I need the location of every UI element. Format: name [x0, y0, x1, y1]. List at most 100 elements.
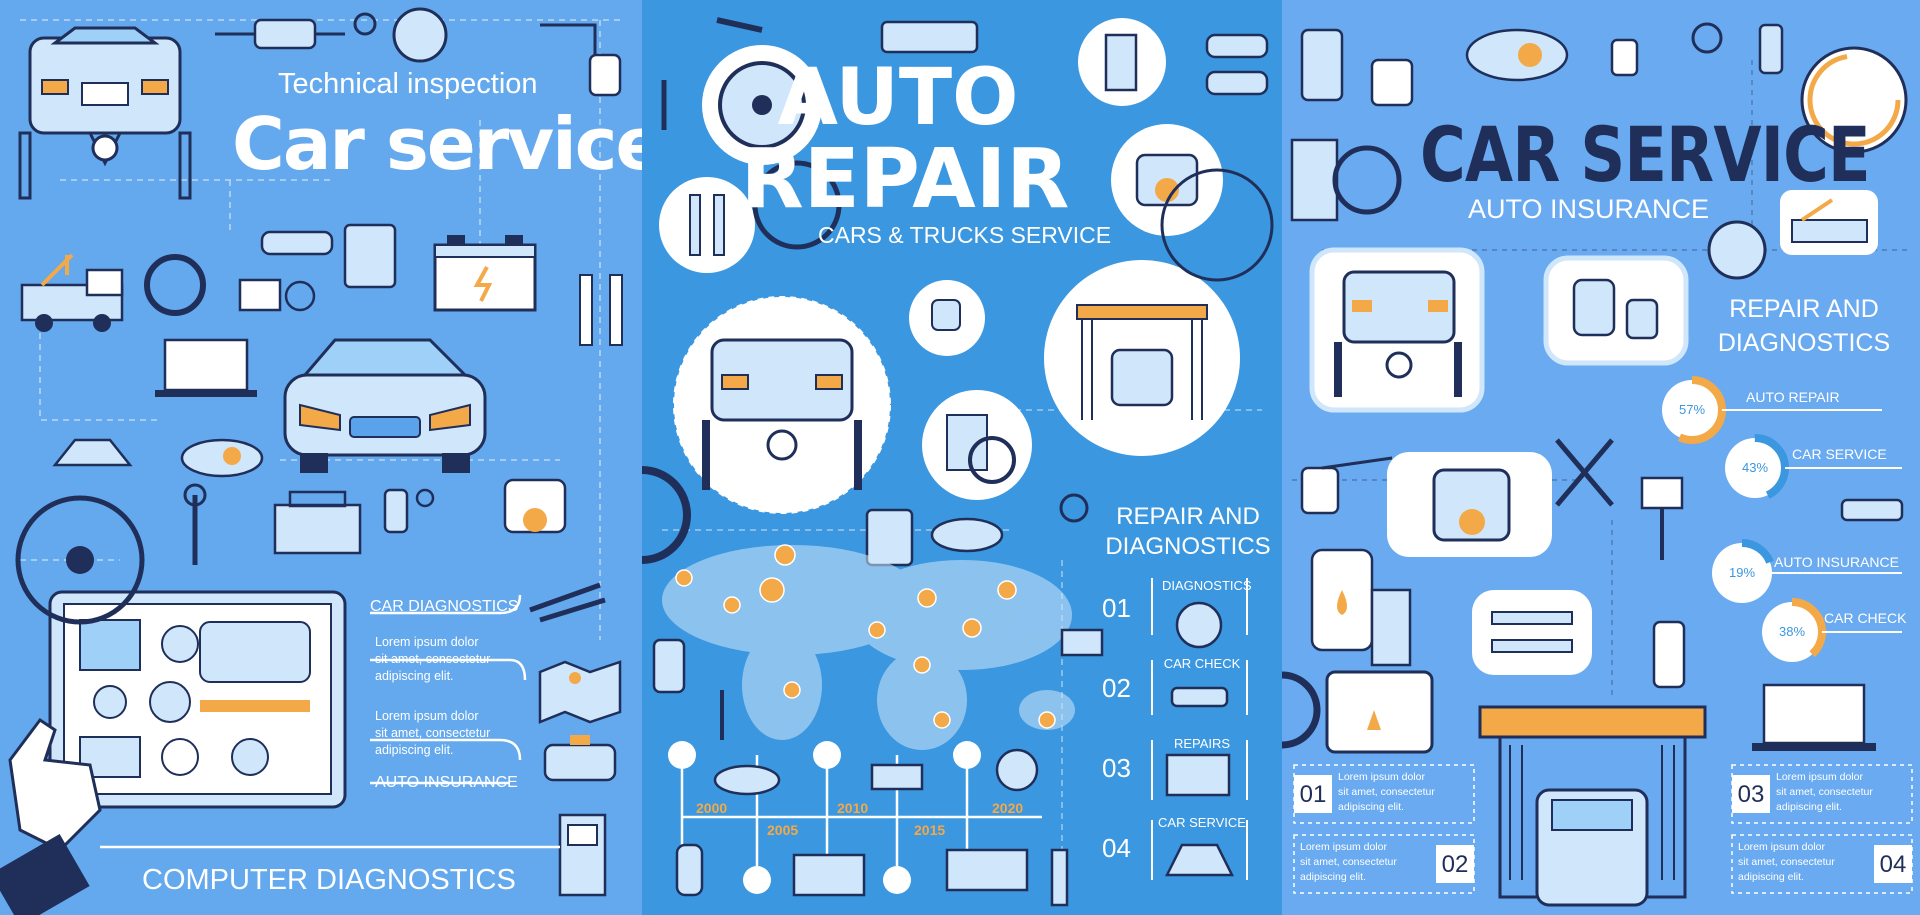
pointing-hand-icon	[0, 717, 102, 915]
headlight-icon	[930, 517, 1004, 553]
map-pin-icon	[1691, 22, 1723, 54]
note-line: sit amet, consectetur	[1776, 786, 1873, 798]
brake-pads-icon	[260, 230, 334, 256]
steering-wheel-icon	[752, 160, 842, 250]
battery-icon	[433, 235, 537, 312]
tire-icon	[144, 254, 206, 316]
timeline-icons	[675, 748, 1069, 907]
step-label: REPAIRS	[1173, 736, 1231, 751]
car-jack-icon	[52, 438, 133, 467]
stat-label: CAR SERVICE	[1792, 446, 1887, 462]
car-seat-wash-icon	[1300, 28, 1414, 107]
engine-icon	[503, 478, 567, 534]
oil-bottle-icon	[1652, 620, 1686, 689]
map-icon	[538, 660, 622, 724]
spark-plugs-icon	[579, 274, 623, 346]
tire-icon	[642, 466, 691, 564]
wrench-icon	[716, 17, 763, 33]
poster-car-service-insurance: CAR SERVICE AUTO INSURANCE REPAIR AND DI…	[1282, 0, 1920, 915]
sports-car-icon	[283, 338, 487, 473]
car-lift-circle-icon	[673, 296, 891, 514]
tow-truck-icon	[1780, 190, 1878, 255]
spray-gun-icon	[540, 23, 622, 97]
menu-lorem-1: Lorem ipsum dolor sit amet, consectetur …	[375, 634, 490, 685]
receipt-tire-circle-icon	[922, 390, 1032, 500]
wrenches-icon	[529, 582, 606, 623]
note-number: 02	[1441, 851, 1469, 878]
car-seat-circle-icon	[909, 280, 985, 356]
timeline-year-2010: 2010	[837, 800, 869, 816]
menu-item-auto-insurance: AUTO INSURANCE	[375, 774, 518, 791]
timeline-year-2005: 2005	[767, 822, 799, 838]
lorem-line: adipiscing elit.	[375, 669, 454, 683]
poster1-tagline: Technical inspection	[278, 68, 538, 100]
timeline-nodes	[668, 741, 981, 894]
note-text: Lorem ipsum dolor sit amet, consectetur …	[1738, 840, 1835, 885]
step-number: 01	[1102, 593, 1131, 623]
piston-icon	[1640, 476, 1684, 560]
stat-percent: 19%	[1728, 565, 1756, 580]
map-pin-icon	[1059, 493, 1089, 523]
note-text: Lorem ipsum dolor sit amet, consectetur …	[1776, 770, 1873, 815]
location-pins	[675, 544, 1056, 729]
section-title-line: DIAGNOSTICS	[1717, 329, 1891, 357]
stat-label: AUTO REPAIR	[1746, 389, 1840, 405]
car-key-icon	[383, 488, 435, 534]
headlight-icon	[180, 438, 264, 478]
step-label: CAR SERVICE	[1158, 815, 1246, 830]
gps-navigator-icon	[1325, 670, 1434, 754]
stat-percent: 43%	[1741, 460, 1769, 475]
diagnostic-tablet-icon	[48, 590, 347, 809]
section-title-line: DIAGNOSTICS	[1105, 533, 1271, 560]
poster3-title: CAR SERVICE	[1420, 110, 1871, 199]
timeline-year-2015: 2015	[914, 822, 946, 838]
poster2-section-title: REPAIR AND DIAGNOSTICS	[1098, 502, 1278, 562]
poster1-footer: COMPUTER DIAGNOSTICS	[142, 864, 516, 896]
note-number-boxes	[1294, 775, 1912, 883]
section-title-line: REPAIR AND	[1729, 295, 1879, 323]
note-number: 03	[1737, 781, 1765, 808]
fuel-canister-icon	[865, 508, 914, 567]
note-line: Lorem ipsum dolor	[1338, 771, 1425, 783]
section-title-line: REPAIR AND	[1116, 503, 1260, 530]
laptop-chart-icon	[1752, 683, 1876, 751]
poster2-graphics	[642, 17, 1274, 907]
note-line: adipiscing elit.	[1776, 801, 1842, 813]
engine-box-icon	[1387, 452, 1552, 557]
wrench-icon	[183, 483, 207, 565]
fuel-canister-icon	[343, 223, 397, 289]
stats-donuts	[1658, 376, 1826, 666]
lorem-line: sit amet, consectetur	[375, 726, 491, 740]
tow-truck-icon	[20, 253, 124, 332]
spray-gun-icon	[1060, 628, 1104, 657]
stats-lines	[1722, 409, 1902, 633]
car-alarm-icon	[1758, 23, 1784, 75]
spray-gun-icon	[1610, 38, 1639, 77]
lorem-line: adipiscing elit.	[375, 743, 454, 757]
muffler-icon	[1840, 498, 1904, 522]
poster1-title: Car service	[232, 102, 642, 186]
note-line: sit amet, consectetur	[1338, 786, 1435, 798]
note-line: Lorem ipsum dolor	[1738, 841, 1825, 853]
poster2-subtitle: CARS & TRUCKS SERVICE	[818, 222, 1112, 248]
menu-connectors	[100, 594, 560, 849]
lorem-line: Lorem ipsum dolor	[375, 709, 479, 723]
rim-circle-icon	[702, 45, 822, 165]
speedometer-icon	[1800, 46, 1908, 154]
note-line: sit amet, consectetur	[1738, 856, 1835, 868]
engine-circle-icon	[1111, 124, 1223, 236]
tire-icon	[1282, 671, 1321, 749]
stat-label: AUTO INSURANCE	[1774, 554, 1899, 570]
stat-percent: 38%	[1778, 624, 1806, 639]
rim-icon	[1707, 220, 1767, 280]
poster1-graphics	[0, 7, 623, 915]
poster3-subtitle: AUTO INSURANCE	[1468, 194, 1710, 224]
car-lift-icon	[18, 26, 192, 200]
note-line: adipiscing elit.	[1338, 801, 1404, 813]
note-number: 01	[1299, 781, 1327, 808]
car-alarm-icon	[652, 638, 686, 694]
muffler-icon	[880, 20, 979, 54]
fuel-pump-circle-icon	[1078, 18, 1166, 106]
steering-wheel-icon	[15, 495, 145, 625]
timeline-year-2000: 2000	[696, 800, 728, 816]
